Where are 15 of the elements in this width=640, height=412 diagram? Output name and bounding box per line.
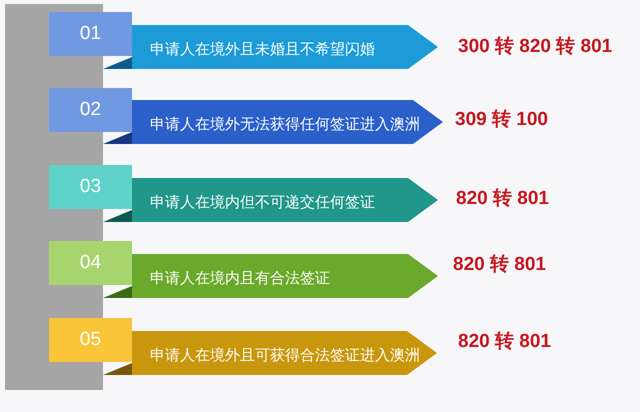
step-number: 01 — [49, 12, 132, 56]
step-number: 05 — [49, 318, 132, 362]
step-number: 02 — [49, 88, 132, 132]
case-description: 申请人在境内且有合法签证 — [150, 269, 330, 289]
visa-route-text: 309 转 100 — [455, 108, 548, 132]
case-description: 申请人在境外且未婚且不希望闪婚 — [150, 40, 375, 60]
visa-route-text: 820 转 801 — [453, 253, 546, 277]
case-description: 申请人在境外无法获得任何签证进入澳洲 — [150, 115, 420, 135]
step-number: 03 — [49, 165, 132, 209]
step-number: 04 — [49, 241, 132, 285]
case-description: 申请人在境外且可获得合法签证进入澳洲 — [150, 346, 420, 366]
visa-route-text: 300 转 820 转 801 — [458, 35, 612, 59]
visa-route-text: 820 转 801 — [458, 330, 551, 354]
visa-route-text: 820 转 801 — [456, 187, 549, 211]
case-description: 申请人在境内但不可递交任何签证 — [150, 193, 375, 213]
